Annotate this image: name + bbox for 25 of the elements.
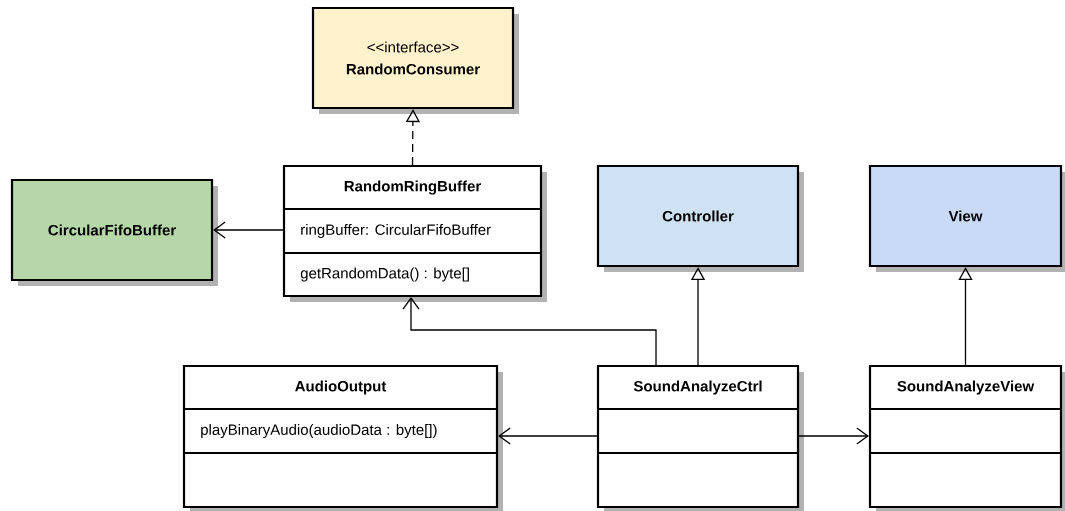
association-arrow xyxy=(402,297,657,366)
class-box xyxy=(311,6,519,114)
class-name: Controller xyxy=(662,210,734,222)
class-name: CircularFifoBuffer xyxy=(48,224,176,236)
generalization-arrow xyxy=(958,267,973,366)
association-arrow xyxy=(798,427,869,445)
class-name: RandomConsumer xyxy=(346,63,480,75)
association-arrow xyxy=(498,427,598,445)
class-name: SoundAnalyzeCtrl xyxy=(633,380,762,395)
method-text: getRandomData() : byte[] xyxy=(300,267,469,282)
stereotype-label: <<interface>> xyxy=(367,41,459,53)
class-name: View xyxy=(948,210,983,222)
class-name: RandomRingBuffer xyxy=(344,180,482,195)
association-arrow xyxy=(213,221,284,239)
class-box xyxy=(596,164,804,272)
class-name: AudioOutput xyxy=(295,380,387,395)
class-name: SoundAnalyzeView xyxy=(897,380,1035,395)
class-box xyxy=(596,364,804,511)
attribute-text: ringBuffer: CircularFifoBuffer xyxy=(301,224,491,238)
class-box xyxy=(868,164,1065,272)
class-box xyxy=(868,364,1065,511)
class-box xyxy=(10,178,218,286)
class-box xyxy=(282,164,547,302)
attribute-text: playBinaryAudio(audioData : byte[]) xyxy=(201,424,437,438)
class-box xyxy=(182,364,503,511)
